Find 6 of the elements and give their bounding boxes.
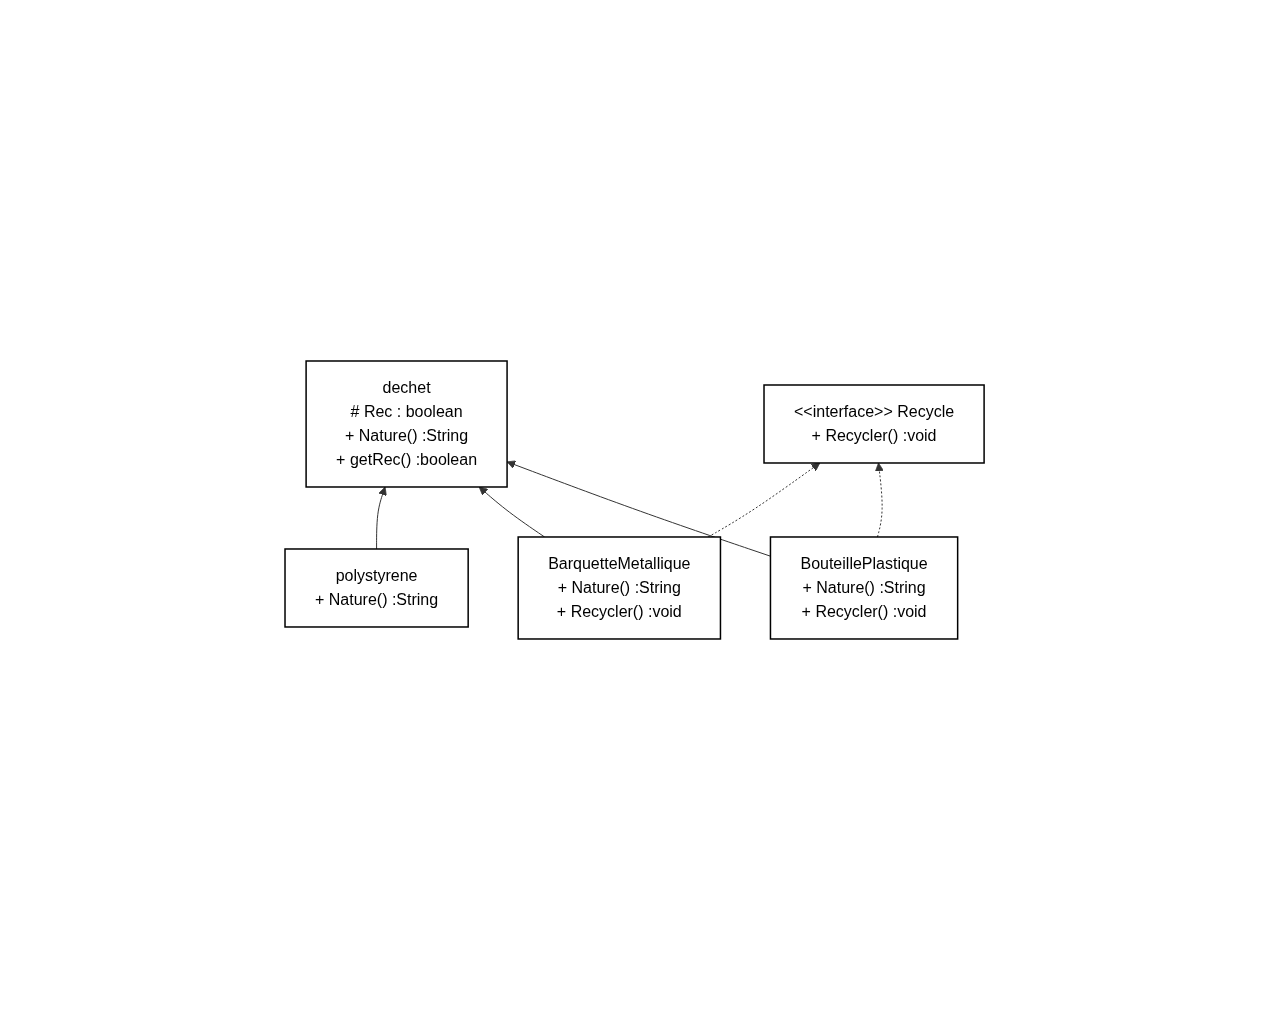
node-box: BouteillePlastique + Nature() :String + Recycler() :void bbox=[770, 536, 959, 640]
node-box: dechet # Rec : boolean + Nature() :String + getRec() :boolean bbox=[305, 360, 509, 488]
node-box: BarquetteMetallique + Nature() :String + Recycler() :void bbox=[517, 536, 722, 640]
arrow bbox=[376, 486, 388, 550]
node-box: polystyrene + Nature() :String bbox=[284, 548, 470, 628]
node-box: <<interface>> Recycle + Recycler() :void bbox=[763, 384, 986, 464]
